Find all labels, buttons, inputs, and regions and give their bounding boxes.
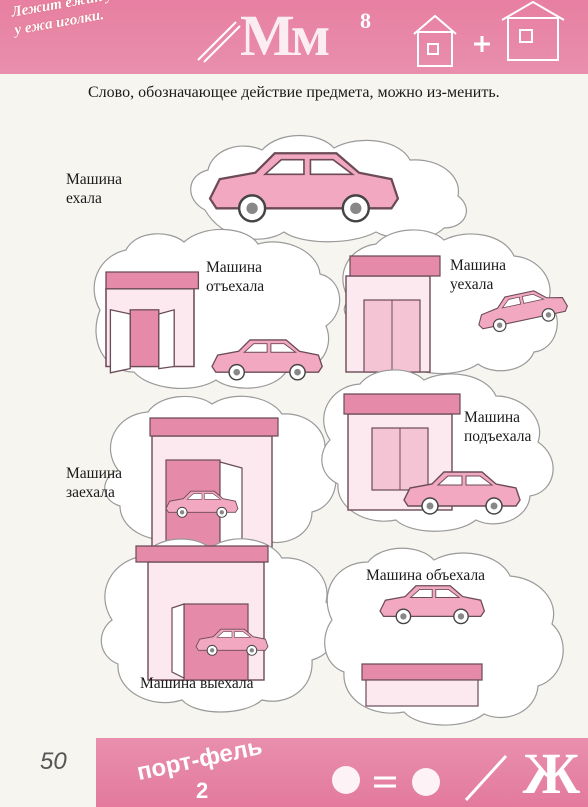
label-exala: Машина ехала xyxy=(66,171,123,207)
footer-letter: Ж xyxy=(522,741,580,806)
equals-icon xyxy=(374,776,396,788)
footer-digit: 2 xyxy=(196,778,209,803)
label-zaexala: Машина заехала xyxy=(66,465,123,501)
intro-text: Слово, обозначающее действие предмета, м… xyxy=(88,84,500,101)
footer-banner: порт-фель 2 Ж xyxy=(96,738,588,807)
garage-obexala xyxy=(361,663,483,707)
label-vyexala: Машина выехала xyxy=(140,675,254,692)
label-otexala: Машина отъехала xyxy=(206,259,265,295)
label-uexala: Машина уехала xyxy=(450,257,507,293)
footer-decorations xyxy=(332,754,508,802)
house-icon xyxy=(413,14,457,67)
pencil-icon xyxy=(197,21,241,63)
garage-zaexala xyxy=(149,417,279,553)
label-obexala: Машина объехала xyxy=(366,567,486,584)
pen-icon xyxy=(464,754,508,802)
label-podexala: Машина подъехала xyxy=(464,409,532,445)
garage-vyexala xyxy=(135,545,269,681)
header-decorations xyxy=(197,0,565,67)
apple-icon xyxy=(332,766,440,796)
header-letter: Мм xyxy=(240,3,330,68)
page-number: 50 xyxy=(40,748,67,775)
garage-uexala xyxy=(345,255,441,373)
header-banner: Лежит ёжик у ёлки, у ежа иголки. Мм 8 xyxy=(0,0,588,74)
house-icon-2 xyxy=(501,0,565,61)
garage-otexala xyxy=(105,271,200,374)
header-digit: 8 xyxy=(360,8,371,33)
plus-icon xyxy=(474,36,490,52)
